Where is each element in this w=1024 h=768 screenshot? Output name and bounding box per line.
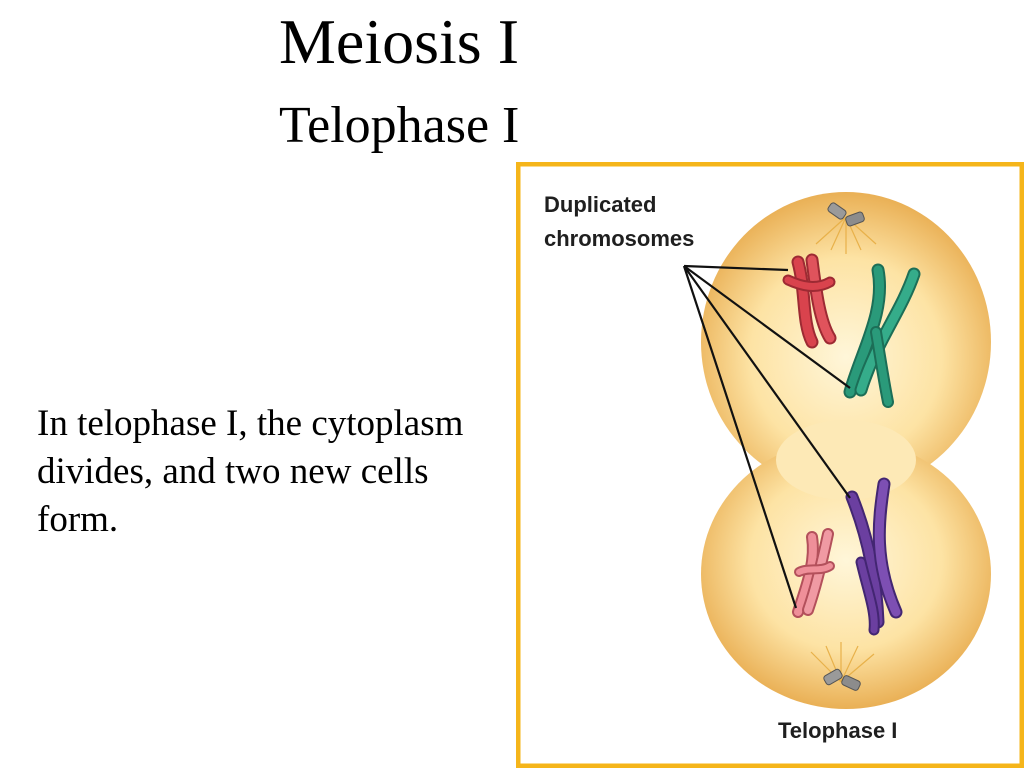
label-duplicated-line2: chromosomes xyxy=(544,226,694,251)
slide-subtitle: Telophase I xyxy=(279,97,520,154)
leader-lines xyxy=(682,264,851,609)
chromosome-purple xyxy=(845,477,903,636)
telophase-figure: Duplicated chromosomes Telophase I xyxy=(516,162,1024,768)
chromosome-red xyxy=(782,253,837,349)
centriole-top xyxy=(815,202,877,254)
telophase-illustration: Duplicated chromosomes Telophase I xyxy=(516,162,1024,768)
chromosome-pink xyxy=(792,528,835,618)
slide-title: Meiosis I xyxy=(279,6,519,77)
centriole-bottom xyxy=(810,642,875,691)
label-phase: Telophase I xyxy=(778,718,897,743)
chromosome-green xyxy=(843,263,921,408)
slide-body-text: In telophase I, the cytoplasm divides, a… xyxy=(37,403,464,540)
label-duplicated-line1: Duplicated xyxy=(544,192,656,217)
dividing-cell xyxy=(701,192,991,709)
